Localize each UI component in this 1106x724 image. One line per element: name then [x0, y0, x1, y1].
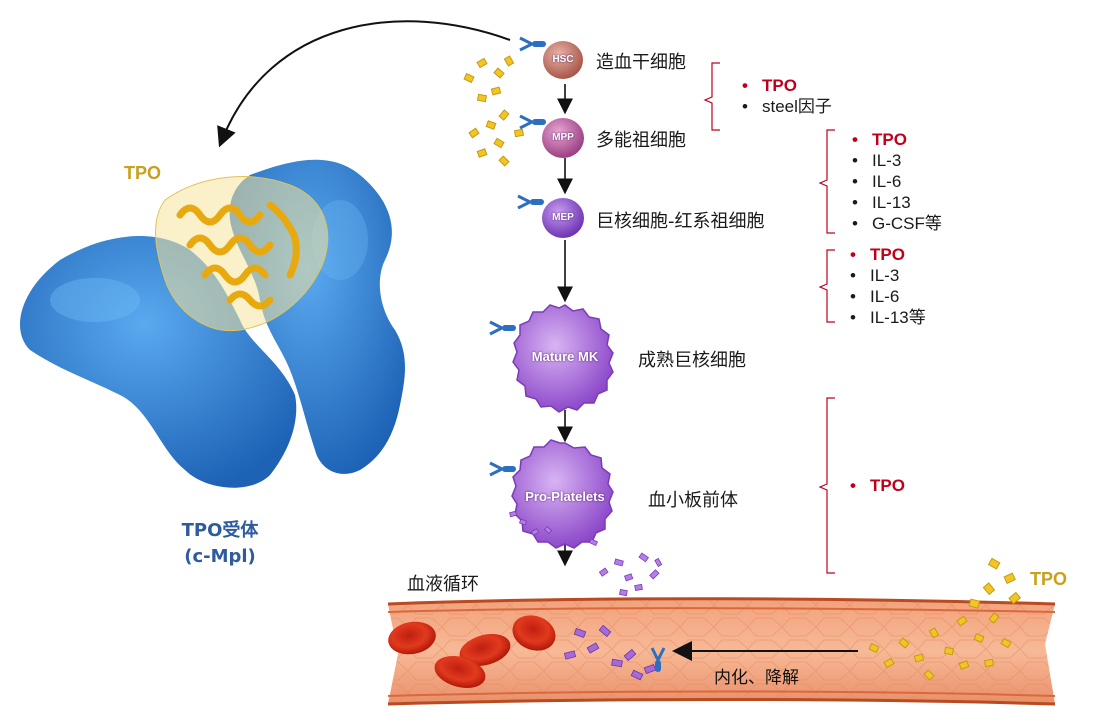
red-blood-cell: [512, 615, 556, 651]
mep-name: 巨核细胞-红系祖细胞: [596, 211, 765, 232]
factor-item: IL-6: [850, 171, 942, 192]
mature-mk-cell: [512, 304, 614, 413]
mature-mk-name: 成熟巨核细胞: [638, 350, 746, 371]
degradation-label: 内化、降解: [714, 668, 799, 688]
hsc-name: 造血干细胞: [596, 52, 686, 73]
tpo-ligand-helices: [176, 201, 300, 310]
ligand-binding-arrow: [217, 20, 511, 148]
mep-abbr: MEP: [552, 212, 574, 223]
receptor-structure-illustration: [20, 20, 511, 488]
pro-platelets-name: 血小板前体: [648, 490, 738, 511]
mpp-name: 多能祖细胞: [596, 130, 686, 151]
receptor-label-line2: (c-Mpl): [184, 546, 256, 567]
circulation-label: 血液循环: [407, 574, 479, 595]
factor-item: TPO: [850, 129, 942, 150]
tpo-particles-vessel: [868, 557, 1022, 681]
factor-item: IL-6: [848, 286, 926, 307]
mature-mk-abbr: Mature MK: [531, 349, 599, 364]
factor-item: IL-3: [848, 265, 926, 286]
mep-cell: [542, 198, 584, 238]
factor-brackets: [703, 62, 835, 574]
receptor-highlight: [50, 278, 140, 322]
circulation-tpo-label: TPO: [1030, 569, 1068, 589]
receptor-label: TPO受体 (c-Mpl): [160, 518, 280, 570]
hsc-abbr: HSC: [552, 54, 574, 65]
factor-item: TPO: [848, 475, 905, 496]
platelets-in-vessel: [563, 624, 657, 681]
factor-group-mpp: TPO IL-3 IL-6 IL-13 G-CSF等: [850, 129, 942, 234]
factor-item: IL-13等: [848, 307, 926, 328]
receptor-label-line1: TPO受体: [181, 520, 259, 541]
red-blood-cell: [388, 621, 436, 655]
factor-group-hsc: TPO steel因子: [740, 75, 832, 117]
pro-platelets-abbr: Pro-Platelets: [525, 489, 605, 504]
pro-platelets-cell: [509, 439, 663, 597]
red-blood-cell: [434, 656, 486, 688]
factor-item: G-CSF等: [850, 213, 942, 234]
receptor-icons: [489, 36, 546, 477]
receptor-highlight-2: [312, 200, 368, 280]
factor-item: IL-3: [850, 150, 942, 171]
factor-item: steel因子: [740, 96, 832, 117]
red-blood-cell: [459, 634, 511, 666]
factor-item: IL-13: [850, 192, 942, 213]
tpo-ligand-label: TPO: [124, 163, 162, 183]
blood-vessel: [387, 557, 1056, 706]
hsc-cell: [543, 41, 583, 79]
factor-item: TPO: [848, 244, 926, 265]
receptor-in-vessel: [650, 647, 666, 672]
mpp-cell: [542, 118, 584, 158]
factor-item: TPO: [740, 75, 832, 96]
mpp-abbr: MPP: [552, 132, 574, 143]
tpo-particles-top: [463, 55, 525, 167]
factor-group-mep: TPO IL-3 IL-6 IL-13等: [848, 244, 926, 328]
factor-group-mk: TPO: [848, 475, 905, 496]
